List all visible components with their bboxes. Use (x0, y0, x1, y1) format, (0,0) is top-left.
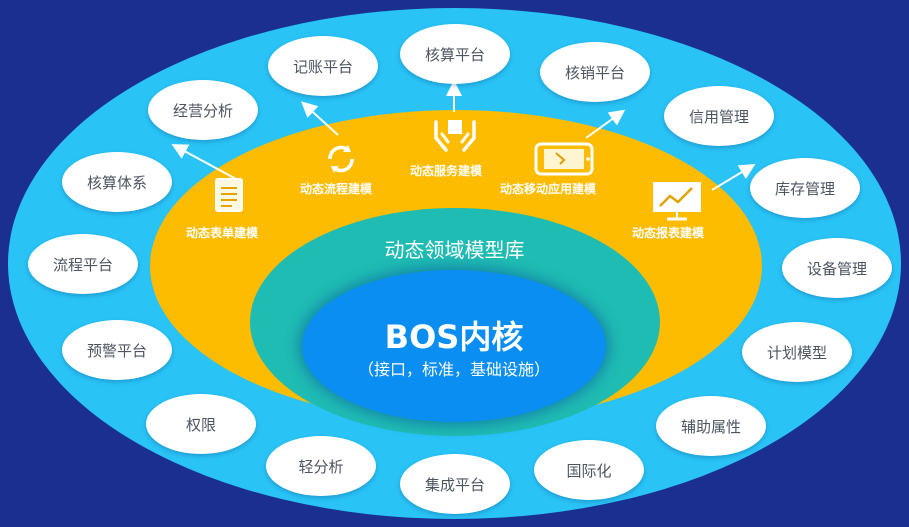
pill-permission: 权限 (146, 394, 256, 454)
pill-business-analysis: 经营分析 (148, 80, 258, 140)
pill-aux-attr: 辅助属性 (656, 396, 766, 456)
pill-label: 国际化 (566, 461, 612, 480)
pill-label: 经营分析 (172, 101, 233, 120)
document-icon (215, 178, 243, 212)
pill-integration: 集成平台 (400, 454, 510, 514)
refresh-cycle-icon (328, 145, 354, 173)
arrow-form-to-accounting-system (171, 144, 239, 181)
pill-label: 权限 (185, 415, 216, 434)
pill-i18n: 国际化 (534, 440, 644, 500)
pill-label: 信用管理 (688, 107, 749, 126)
pill-label: 辅助属性 (680, 417, 741, 436)
pill-label: 库存管理 (774, 179, 835, 198)
pill-accounting: 核算平台 (400, 24, 510, 84)
tool-label-process: 动态流程建模 (300, 182, 373, 196)
pill-warning: 预警平台 (62, 320, 172, 380)
report-chart-icon (653, 182, 701, 221)
tool-label-mobile: 动态移动应用建模 (500, 182, 597, 196)
pill-workflow: 流程平台 (28, 234, 138, 294)
arrow-process-to-analysis (301, 101, 339, 136)
hands-service-icon (434, 120, 476, 152)
mobile-device-icon (534, 142, 594, 176)
pill-write-off: 核销平台 (540, 42, 650, 102)
pill-credit: 信用管理 (664, 86, 774, 146)
pill-label: 集成平台 (424, 475, 485, 494)
pill-label: 核算平台 (424, 45, 485, 64)
tool-label-service: 动态服务建模 (410, 164, 483, 178)
bos-core (302, 270, 606, 422)
tool-label-form: 动态表单建模 (186, 226, 259, 240)
pill-plan-model: 计划模型 (742, 322, 852, 382)
pill-accounting-system: 核算体系 (62, 152, 172, 212)
pill-label: 设备管理 (806, 259, 867, 278)
pill-inventory: 库存管理 (750, 158, 860, 218)
pill-label: 核算体系 (86, 173, 147, 192)
pill-equipment: 设备管理 (782, 238, 892, 298)
pill-bookkeeping: 记账平台 (268, 36, 378, 96)
pill-label: 预警平台 (86, 341, 147, 360)
tool-label-report: 动态报表建模 (632, 226, 705, 240)
arrow-report-to-inventory (711, 163, 756, 191)
pill-label: 核销平台 (564, 63, 625, 82)
pill-label: 记账平台 (292, 57, 353, 76)
core-title: BOS内核 (384, 318, 524, 356)
arrow-mobile-to-credit (585, 109, 626, 139)
pill-light-analysis: 轻分析 (266, 436, 376, 496)
pill-label: 计划模型 (766, 343, 827, 362)
pill-label: 流程平台 (52, 255, 113, 274)
core-subtitle: （接口，标准，基础设施） (357, 360, 550, 379)
domain-library-title: 动态领域模型库 (384, 238, 525, 262)
pill-label: 轻分析 (298, 457, 344, 476)
